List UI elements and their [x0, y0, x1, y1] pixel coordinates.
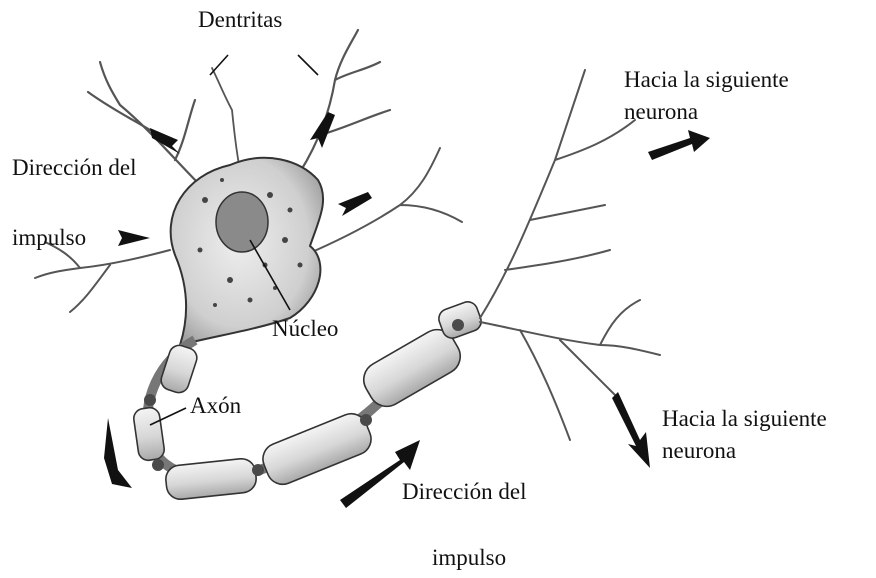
arrow-next-neuron-bottom-icon [612, 392, 650, 468]
label-direction-bottom-line2: impulso [432, 545, 506, 571]
label-next-neuron-bottom-line2: neurona [662, 438, 736, 464]
label-dendrites: Dentritas [198, 7, 282, 33]
arrow-next-neuron-top-icon [648, 130, 710, 160]
label-next-neuron-top-line1: Hacia la siguiente [624, 67, 789, 93]
label-next-neuron-top-line2: neurona [624, 99, 698, 125]
label-next-neuron-bottom-line1: Hacia la siguiente [662, 406, 827, 432]
label-nucleus: Núcleo [272, 316, 338, 342]
label-direction-left-line2: impulso [12, 225, 86, 251]
nucleus [216, 192, 268, 252]
arrow-impulse-left-icon [118, 230, 150, 246]
label-direction-bottom-line1: Dirección del [402, 479, 527, 505]
label-direction-left-line1: Dirección del [12, 155, 137, 181]
arrow-axon-left-icon [104, 418, 132, 488]
axon-terminals [480, 70, 660, 440]
label-axon: Axón [190, 393, 241, 419]
arrow-dendrite-top-icon [310, 112, 335, 148]
arrow-dendrite-right-icon [338, 192, 372, 216]
arrow-dendrite-left-icon [150, 128, 180, 154]
